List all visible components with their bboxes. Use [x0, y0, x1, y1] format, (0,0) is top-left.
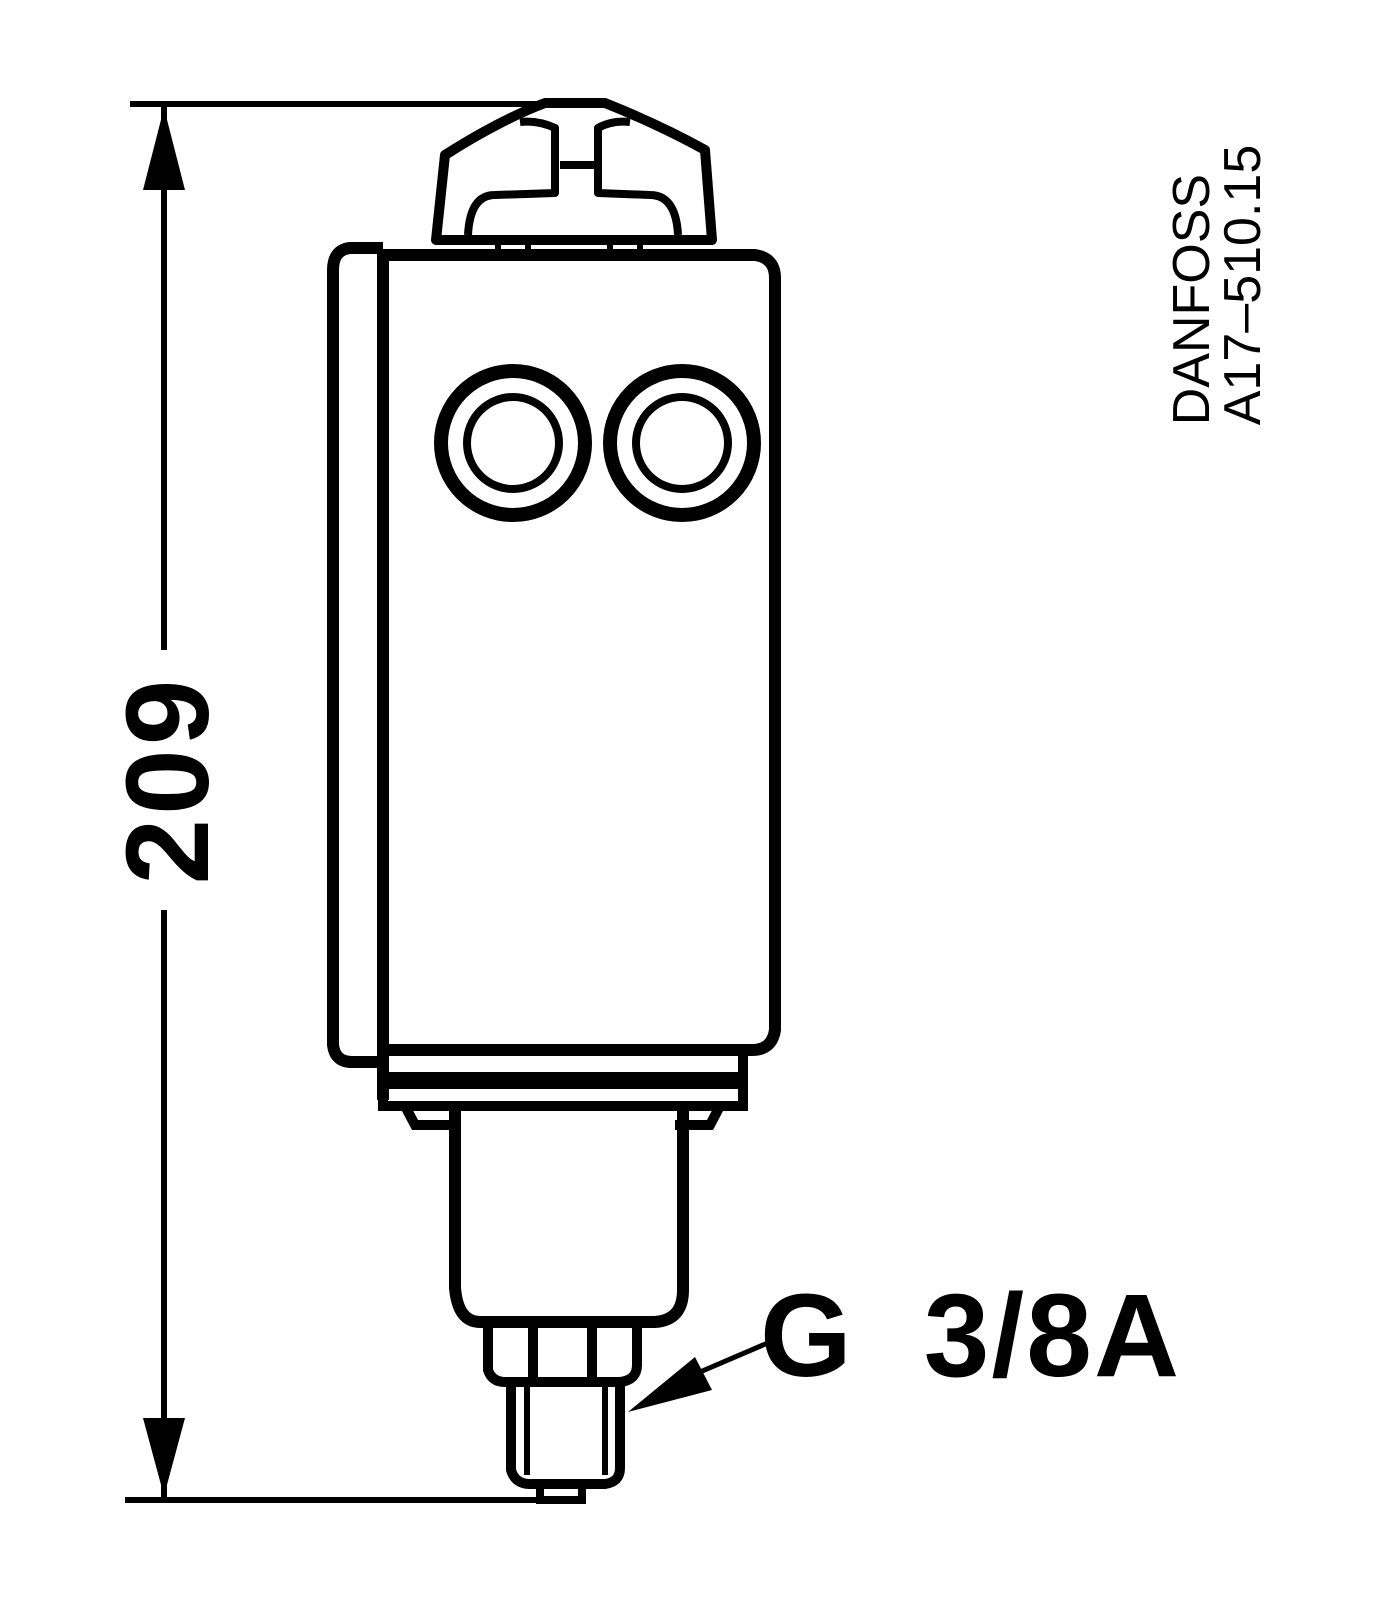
bellows-housing — [449, 1106, 689, 1328]
cable-gland-left-icon — [434, 364, 592, 522]
thread-size: 3/8A — [923, 1270, 1182, 1402]
thread-prefix: G — [760, 1270, 854, 1402]
base-flange — [378, 1045, 748, 1130]
hex-nut — [483, 1322, 642, 1387]
thread-label: G 3/8A — [760, 1268, 1181, 1404]
threaded-connector — [506, 1382, 625, 1504]
drawing-stamp: DANFOSS A17–510.15 — [1163, 144, 1272, 426]
arrow-icon — [628, 1357, 712, 1412]
leader-arrow — [628, 1339, 771, 1412]
cable-gland-right-icon — [603, 364, 761, 522]
arrow-down-icon — [143, 1418, 185, 1496]
dimension-value: 209 — [102, 675, 234, 885]
dimension-line — [125, 101, 600, 1503]
cable-glands — [434, 364, 761, 522]
stamp-code: A17–510.15 — [1214, 144, 1272, 426]
stamp-brand: DANFOSS — [1163, 173, 1222, 426]
arrow-up-icon — [143, 108, 185, 190]
adjustment-knob — [431, 98, 717, 257]
housing — [327, 242, 781, 1100]
